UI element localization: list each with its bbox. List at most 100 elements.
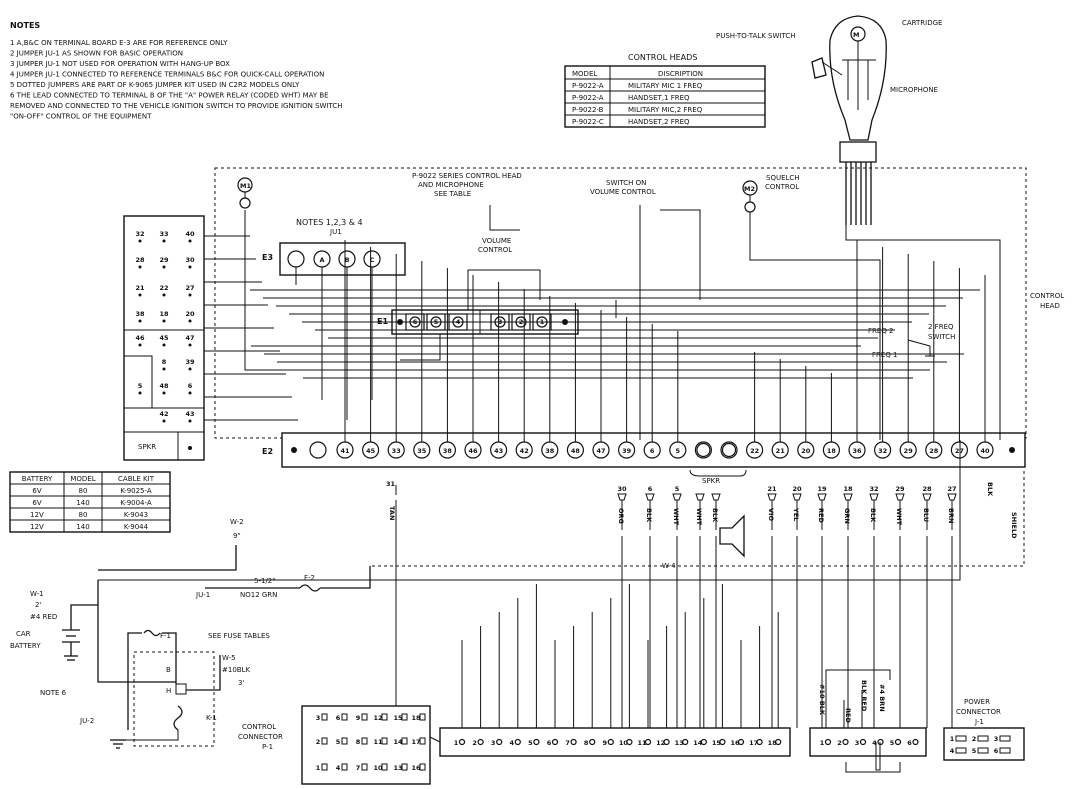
- left-panel-number: 42: [159, 410, 168, 418]
- e2-terminal-label: 29: [904, 447, 914, 455]
- ch-desc-cell: MILITARY MIC 1 FREQ: [628, 82, 703, 90]
- p1-strip-terminal: 12: [656, 739, 665, 747]
- p1-pin-label: 5: [336, 738, 341, 746]
- bat-cell: K-9004-A: [120, 499, 152, 507]
- p1-pin-label: 2: [316, 738, 321, 746]
- volume-control-label: CONTROL: [478, 246, 512, 254]
- e2-terminal-label: 40: [980, 447, 990, 455]
- notes-reference-label: NOTES 1,2,3 & 4: [296, 218, 363, 227]
- microphone-assembly: PUSH-TO-TALK SWITCH CARTRIDGE MICROPHONE…: [716, 15, 942, 225]
- j1-pin-label: 1: [950, 735, 955, 743]
- notes-block: NOTES 1 A,B&C ON TERMINAL BOARD E-3 ARE …: [10, 21, 343, 121]
- left-panel-number: 30: [185, 256, 195, 264]
- e2-terminal-label: 43: [494, 447, 503, 455]
- power-connector-label-1: POWER: [964, 698, 990, 706]
- lead-color-label: VIO: [767, 508, 775, 521]
- bat-cell: 6V: [32, 499, 41, 507]
- red-label: RED: [844, 708, 852, 723]
- blk10-label: #10 BLK: [818, 684, 826, 716]
- f1-label: F-1: [160, 632, 171, 640]
- e2-terminal-label: 27: [955, 447, 964, 455]
- ground-icon: [110, 739, 126, 749]
- e3-terminal-label: A: [319, 256, 324, 264]
- control-connector-p1: [301, 705, 431, 785]
- e3-terminal-label: C: [370, 256, 375, 264]
- e2-terminal-label: 5: [676, 447, 681, 455]
- left-panel-number: 45: [159, 334, 169, 342]
- ch-desc-cell: MILITARY MIC,2 FREQ: [628, 106, 703, 114]
- lead-color-label: WHT: [672, 508, 680, 526]
- control-head-series-label: P-9022 SERIES CONTROL HEAD: [412, 172, 522, 180]
- shield-label: SHIELD: [1010, 512, 1018, 539]
- lead-color-label: ORG: [617, 508, 625, 524]
- control-connector-label-1: CONTROL: [242, 723, 276, 731]
- w1-wire-label: #4 RED: [30, 613, 57, 621]
- note-line: REMOVED AND CONNECTED TO THE VEHICLE IGN…: [10, 102, 343, 110]
- k1-label: K-1: [206, 714, 217, 722]
- p1-strip-terminal: 8: [584, 739, 589, 747]
- left-panel-number: 27: [185, 284, 194, 292]
- e2-terminal-label: 41: [340, 447, 350, 455]
- e2-terminal-label: 22: [750, 447, 759, 455]
- e3-terminal-label: B: [345, 256, 350, 264]
- ju1-wire-label: NO12 GRN: [240, 591, 277, 599]
- left-panel-number: 20: [185, 310, 195, 318]
- e2-terminal-label: 38: [545, 447, 555, 455]
- power-connector-label-2: CONNECTOR: [956, 708, 1001, 716]
- lead-pin-number: 21: [767, 485, 777, 493]
- bat-cell: K-9043: [124, 511, 148, 519]
- left-panel-number: 43: [185, 410, 194, 418]
- bat-cell: 140: [76, 499, 89, 507]
- relay-coil-icon: [173, 705, 183, 731]
- ch-model-cell: P-9022-A: [572, 82, 604, 90]
- bat-cell: 12V: [30, 511, 44, 519]
- p1-strip-terminal: 1: [454, 739, 459, 747]
- e2-terminal-label: 47: [596, 447, 605, 455]
- bat-header: MODEL: [70, 475, 95, 483]
- notes-title: NOTES: [10, 21, 40, 30]
- tan-label: TAN: [388, 506, 396, 520]
- freq1-label: FREQ 1: [872, 351, 898, 359]
- lead-pin-number: 5: [675, 485, 680, 493]
- control-heads-table: CONTROL HEADS MODEL DISCRIPTION P-9022-A…: [564, 53, 766, 128]
- p1-pin-label: 17: [411, 738, 420, 746]
- ch-header-model: MODEL: [572, 70, 597, 78]
- bat-cell: K-9025-A: [120, 487, 152, 495]
- ju1-length: 5-1/2": [254, 577, 275, 585]
- note-line: "ON-OFF" CONTROL OF THE EQUIPMENT: [10, 113, 152, 121]
- left-spkr-label: SPKR: [138, 443, 156, 451]
- left-panel-number: 38: [135, 310, 145, 318]
- left-panel-number: 32: [135, 230, 144, 238]
- e2-spkr-label: SPKR: [702, 477, 720, 485]
- p1-strip-terminal: 7: [565, 739, 570, 747]
- ch-model-cell: P-9022-C: [572, 118, 604, 126]
- freq2-label: FREQ 2: [868, 327, 894, 335]
- note-line: 1 A,B&C ON TERMINAL BOARD E-3 ARE FOR RE…: [10, 39, 228, 47]
- j1-pin-label: 6: [994, 747, 999, 755]
- control-connector-label-3: P-1: [262, 743, 273, 751]
- left-panel-number: 48: [159, 382, 169, 390]
- note-line: 5 DOTTED JUMPERS ARE PART OF K-9065 JUMP…: [10, 81, 300, 89]
- j1-pin-label: 3: [994, 735, 999, 743]
- p1-pin-label: 11: [373, 738, 383, 746]
- note6-label: NOTE 6: [40, 689, 67, 697]
- switch-label: SWITCH: [928, 333, 955, 341]
- fuse-f1-icon: [143, 629, 161, 637]
- lead-color-label: GRN: [843, 508, 851, 524]
- e2-terminal-label: 48: [571, 447, 581, 455]
- power-connector-label-3: J-1: [974, 718, 984, 726]
- ju1-run-label: JU-1: [195, 591, 210, 599]
- car-label: CAR: [16, 630, 31, 638]
- left-panel-number: 39: [185, 358, 195, 366]
- and-microphone-label: AND MICROPHONE: [418, 181, 484, 189]
- lead-color-label: BLK: [645, 508, 653, 523]
- ch-desc-cell: HANDSET,2 FREQ: [628, 118, 690, 126]
- p1-pin-label: 13: [393, 764, 402, 772]
- left-panel-number: 5: [138, 382, 143, 390]
- fuse-tables-label: SEE FUSE TABLES: [208, 632, 270, 640]
- lead-pin-number: 32: [869, 485, 878, 493]
- left-panel-number: 21: [135, 284, 145, 292]
- power-connector-j1: [943, 727, 1025, 761]
